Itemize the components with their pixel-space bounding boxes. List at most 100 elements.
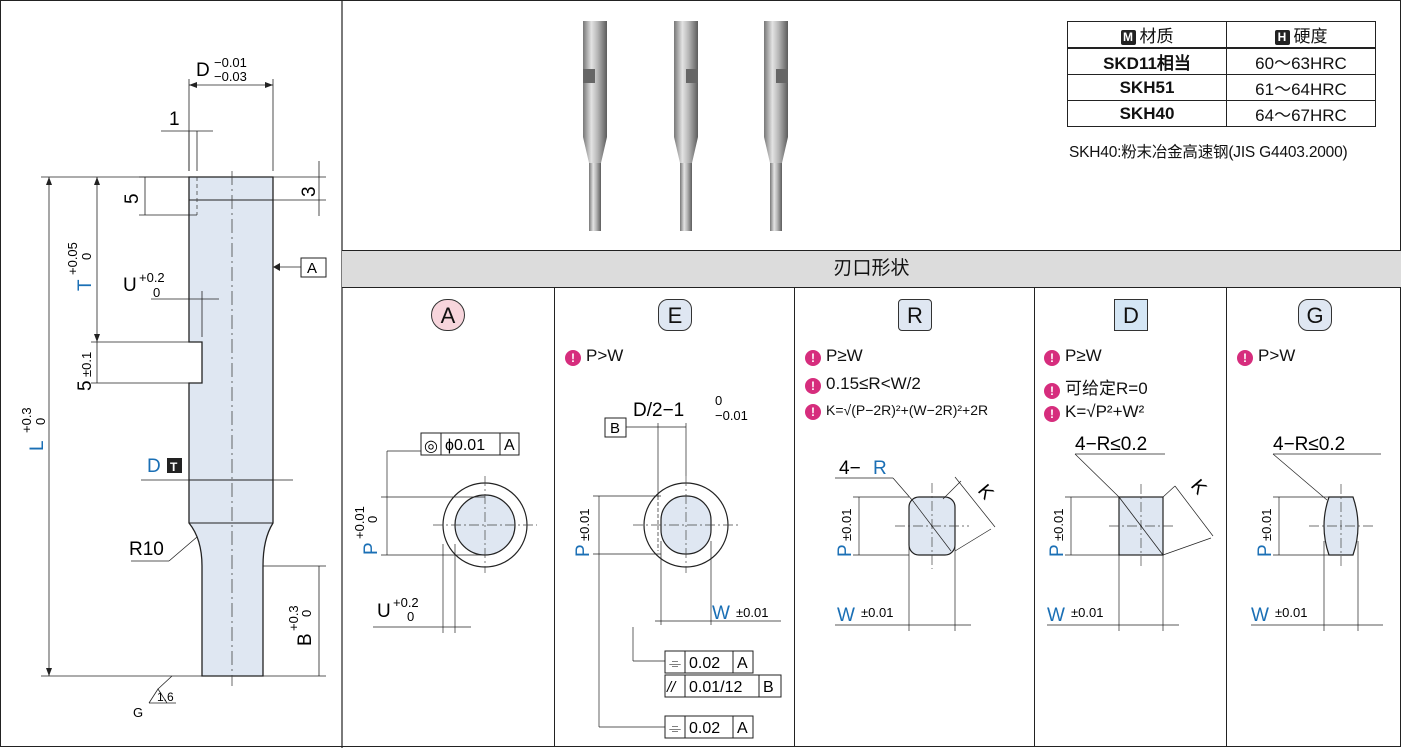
condition-d-3: !K=√P²+W² bbox=[1044, 402, 1144, 422]
dim-p-tol: ±0.01 bbox=[1259, 509, 1274, 541]
shape-e-drawing: B D/2−1 0 −0.01 P ±0.01 W ±0.01 ⌯ 0.02 A… bbox=[573, 393, 782, 739]
punch-1 bbox=[583, 21, 607, 231]
product-photo bbox=[583, 21, 788, 231]
table-row: SKD11相当 60～63HRC bbox=[1067, 47, 1376, 75]
hardness-cell: 64～67HRC bbox=[1226, 100, 1376, 127]
material-cell: SKD11相当 bbox=[1067, 47, 1227, 75]
h-badge: H bbox=[1274, 30, 1290, 45]
k-label: K bbox=[973, 481, 997, 504]
dim-w-tol: ±0.01 bbox=[861, 605, 893, 620]
gdt1-datum: A bbox=[737, 655, 748, 672]
dim-l-lower: 0 bbox=[33, 418, 48, 425]
bulb-icon: ! bbox=[805, 350, 821, 366]
dim-5-top-label: 5 bbox=[122, 193, 143, 204]
dim-p-label: P bbox=[361, 542, 382, 555]
dim-b-lower: 0 bbox=[299, 610, 314, 617]
shape-r-drawing: 4− R K P ±0.01 W ±0.01 bbox=[835, 458, 998, 631]
shape-a-drawing: ◎ ϕ0.01 A P +0.01 0 U +0.2 0 bbox=[352, 432, 537, 633]
bulb-icon: ! bbox=[1044, 406, 1060, 422]
shape-g-drawing: 4−R≤0.2 P ±0.01 W ±0.01 bbox=[1251, 434, 1383, 631]
condition-r-2: !0.15≤R<W/2 bbox=[805, 374, 921, 394]
dim-l-label: L bbox=[27, 440, 48, 451]
dim-w-label: W bbox=[712, 603, 730, 624]
r-label: R bbox=[873, 458, 887, 479]
dim-u-label: U bbox=[123, 275, 137, 296]
hardness-cell: 61～64HRC bbox=[1226, 74, 1376, 101]
column-divider bbox=[794, 287, 795, 747]
punch-3 bbox=[764, 21, 788, 231]
shape-r-label: R bbox=[898, 299, 932, 331]
bulb-icon: ! bbox=[1237, 350, 1253, 366]
dim-w-label: W bbox=[837, 605, 855, 626]
hardness-cell: 60～63HRC bbox=[1226, 47, 1376, 75]
material-header-text: 材质 bbox=[1139, 27, 1174, 46]
gdt3-symbol: ⌯ bbox=[669, 720, 681, 737]
dim-dt-badge: T bbox=[170, 460, 178, 474]
gdt2-value: 0.01/12 bbox=[689, 679, 742, 696]
condition-g-1: !P>W bbox=[1237, 346, 1295, 366]
dim-5-groove-tol: ±0.1 bbox=[79, 352, 94, 377]
dim-dt-label: D bbox=[147, 456, 161, 477]
condition-d-2: !可给定R=0 bbox=[1044, 374, 1148, 399]
dim-w-label: W bbox=[1251, 605, 1269, 626]
gdt2-datum: B bbox=[763, 679, 774, 696]
dim-u-lower: 0 bbox=[153, 285, 160, 300]
dim-p-label: P bbox=[835, 544, 856, 557]
datum-a-label: A bbox=[307, 260, 317, 277]
gdt-value: ϕ0.01 bbox=[445, 437, 485, 454]
dim-5-groove-label: 5 bbox=[75, 380, 96, 391]
dim-top-upper: 0 bbox=[715, 393, 722, 408]
r-label: 4−R≤0.2 bbox=[1075, 434, 1147, 455]
dim-top-lower: −0.01 bbox=[715, 408, 748, 423]
k-label: K bbox=[1186, 476, 1210, 499]
gdt3-datum: A bbox=[737, 720, 748, 737]
dim-t-upper: +0.05 bbox=[65, 242, 80, 275]
material-cell: SKH51 bbox=[1067, 74, 1227, 101]
punch-outline bbox=[188, 176, 274, 677]
gdt1-value: 0.02 bbox=[689, 655, 720, 672]
dim-l-upper: +0.3 bbox=[19, 407, 34, 433]
dim-p-upper: +0.01 bbox=[352, 506, 367, 539]
roughness-value: 1.6 bbox=[157, 690, 174, 704]
punch-drawing: D −0.01 −0.03 1 5 3 L +0.3 0 T +0.05 0 bbox=[19, 1, 343, 748]
material-note: SKH40:粉末冶金高速钢(JIS G4403.2000) bbox=[1069, 144, 1348, 161]
dim-top-label: D/2−1 bbox=[633, 400, 684, 421]
dim-w-tol: ±0.01 bbox=[1275, 605, 1307, 620]
dim-p-label: P bbox=[1255, 544, 1276, 557]
shape-d-label: D bbox=[1114, 299, 1148, 331]
section-title: 刃口形状 bbox=[342, 250, 1401, 288]
gdt-datum: A bbox=[504, 437, 515, 454]
dim-p-lower: 0 bbox=[365, 516, 380, 523]
dim-w-label: W bbox=[1047, 605, 1065, 626]
dim-w-tol: ±0.01 bbox=[736, 605, 768, 620]
bulb-icon: ! bbox=[1044, 383, 1060, 399]
dim-p-tol: ±0.01 bbox=[1051, 509, 1066, 541]
dim-u-upper: +0.2 bbox=[139, 270, 165, 285]
dim-d-label: D bbox=[196, 60, 210, 81]
hardness-header-text: 硬度 bbox=[1293, 27, 1328, 46]
condition-e-1: !P>W bbox=[565, 346, 623, 366]
dim-b-label: B bbox=[295, 633, 316, 646]
dim-p-tol: ±0.01 bbox=[839, 509, 854, 541]
column-divider bbox=[1226, 287, 1227, 747]
dim-p-label: P bbox=[573, 544, 594, 557]
dim-b-upper: +0.3 bbox=[286, 605, 301, 631]
table-row: SKH40 64～67HRC bbox=[1067, 100, 1376, 127]
shape-a-label: A bbox=[431, 299, 465, 331]
condition-d-1: !P≥W bbox=[1044, 346, 1102, 366]
dim-t-label: T bbox=[75, 279, 96, 291]
r-prefix: 4− bbox=[839, 458, 861, 479]
dim-r10-label: R10 bbox=[129, 539, 164, 560]
gdt2-symbol: // bbox=[666, 679, 677, 696]
m-badge: M bbox=[1120, 30, 1136, 45]
datum-b-label: B bbox=[610, 420, 620, 437]
shape-e-label: E bbox=[658, 299, 692, 331]
dim-p-label: P bbox=[1047, 544, 1068, 557]
bulb-icon: ! bbox=[565, 350, 581, 366]
column-divider bbox=[1034, 287, 1035, 747]
